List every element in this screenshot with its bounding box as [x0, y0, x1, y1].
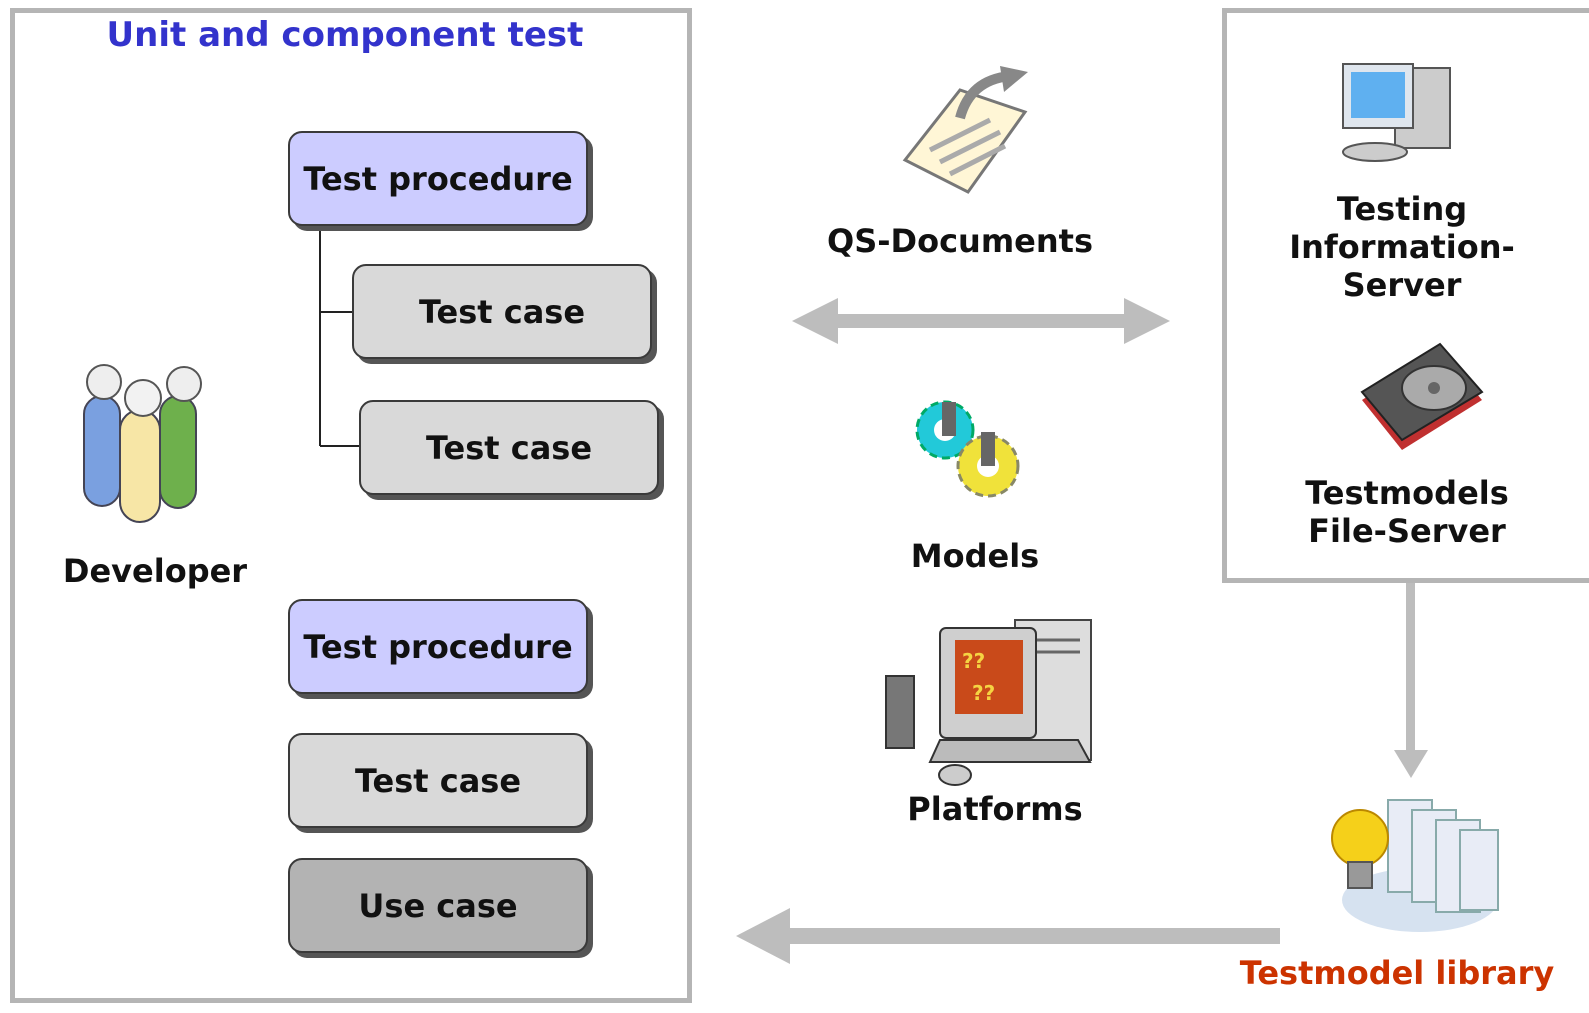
use-case-label: Use case [358, 886, 518, 925]
test-case-label: Test case [418, 292, 586, 331]
test-case-box-3: Test case [288, 733, 588, 828]
down-arrow [1394, 583, 1428, 778]
test-procedure-label: Test procedure [303, 159, 573, 198]
test-case-label: Test case [425, 428, 593, 467]
left-arrow [736, 908, 1280, 964]
qs-documents-label: QS-Documents [827, 222, 1093, 260]
document-icon [902, 66, 1028, 194]
test-case-box-2: Test case [359, 400, 659, 495]
svg-text:??: ?? [962, 649, 985, 673]
platforms-label: Platforms [907, 790, 1083, 828]
panel-title: Unit and component test [106, 15, 584, 55]
double-arrow [792, 298, 1170, 344]
test-procedure-label: Test procedure [303, 627, 573, 666]
test-procedure-box-2: Test procedure [288, 599, 588, 694]
hard-disk-icon [1360, 342, 1484, 450]
testmodel-library-label: Testmodel library [1239, 954, 1555, 992]
models-label: Models [910, 537, 1040, 575]
server-icon [1342, 63, 1451, 162]
developer-icon [83, 364, 202, 523]
use-case-box: Use case [288, 858, 588, 953]
tree-connector [319, 226, 360, 447]
library-icon [1331, 799, 1499, 932]
file-server-label: Testmodels File-Server [1305, 474, 1509, 550]
computer-icon: ?? ?? [885, 619, 1092, 786]
test-procedure-box-1: Test procedure [288, 131, 588, 226]
developer-label: Developer [62, 552, 248, 590]
testing-server-label: Testing Information-Server [1289, 190, 1515, 304]
test-case-box-1: Test case [352, 264, 652, 359]
test-case-label: Test case [354, 761, 522, 800]
svg-text:??: ?? [972, 681, 995, 705]
gears-icon [915, 400, 1020, 498]
